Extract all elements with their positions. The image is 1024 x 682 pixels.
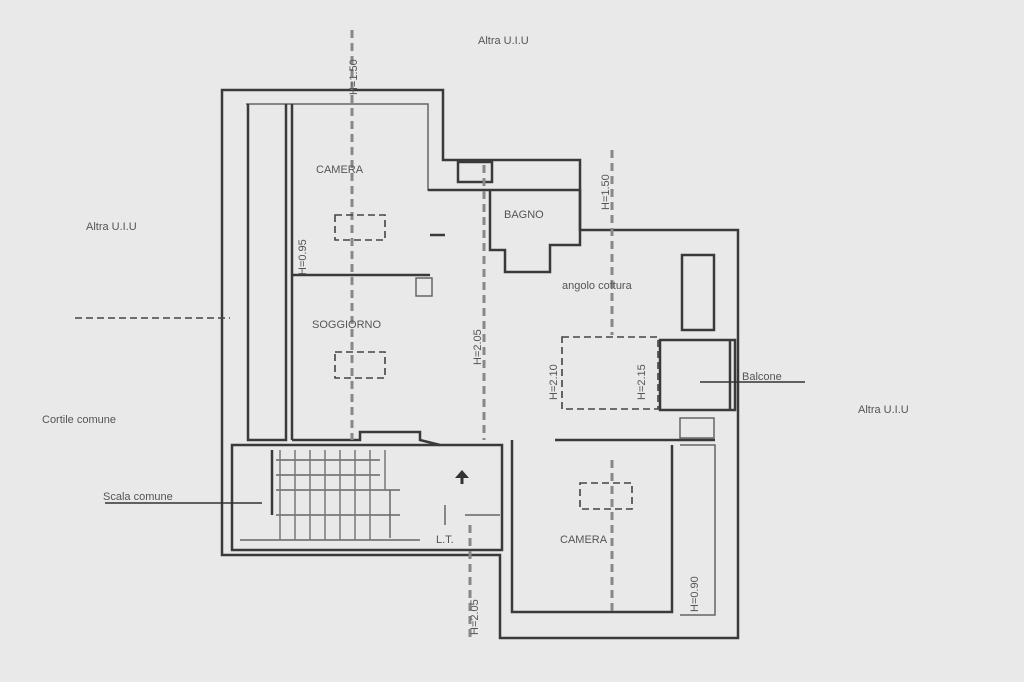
- height-top-left: H=1.50: [348, 59, 360, 95]
- label-courtyard: Cortile comune: [42, 414, 116, 426]
- height-balcony: H=2.15: [636, 364, 648, 400]
- label-neighbor-right: Altra U.I.U: [858, 404, 909, 416]
- label-stair: Scala comune: [103, 491, 173, 503]
- label-neighbor-left: Altra U.I.U: [86, 221, 137, 233]
- height-top-right: H=1.50: [600, 174, 612, 210]
- room-bedroom-top: CAMERA: [316, 164, 364, 176]
- height-corridor: H=2.05: [472, 329, 484, 365]
- height-bottom-right: H=0.90: [689, 576, 701, 612]
- label-neighbor-top: Altra U.I.U: [478, 35, 529, 47]
- room-kitchen: angolo cottura: [562, 280, 633, 292]
- room-living: SOGGIORNO: [312, 319, 382, 331]
- room-balcony: Balcone: [742, 371, 782, 383]
- room-bathroom: BAGNO: [504, 209, 544, 221]
- height-bottom: H=2.05: [469, 599, 481, 635]
- label-lt: L.T.: [436, 534, 454, 546]
- walls: [220, 88, 740, 640]
- height-lines: [75, 30, 805, 640]
- room-bedroom-bottom: CAMERA: [560, 534, 608, 546]
- height-bedroom: H=0.95: [297, 239, 309, 275]
- height-kitchen: H=2.10: [548, 364, 560, 400]
